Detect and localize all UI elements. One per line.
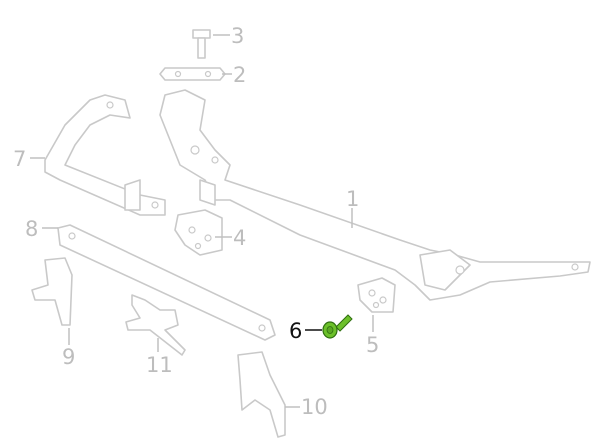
part-10-bracket[interactable] [237, 351, 286, 438]
callout-6[interactable]: 6 [289, 319, 302, 343]
part-3-bolt[interactable] [192, 29, 211, 59]
callout-2[interactable]: 2 [233, 63, 246, 87]
callout-11[interactable]: 11 [146, 353, 173, 377]
callout-7[interactable]: 7 [13, 147, 26, 171]
part-2-plate[interactable] [159, 67, 226, 81]
part-4-bracket[interactable] [174, 209, 223, 256]
callout-1[interactable]: 1 [346, 187, 359, 211]
part-6-bolt-highlighted[interactable] [322, 314, 353, 339]
leader-lines [30, 34, 374, 408]
callout-4[interactable]: 4 [233, 226, 246, 250]
callout-10[interactable]: 10 [301, 395, 328, 419]
part-11-bracket[interactable] [125, 294, 186, 356]
part-5-bracket[interactable] [357, 277, 396, 313]
callout-9[interactable]: 9 [62, 345, 75, 369]
callout-3[interactable]: 3 [231, 24, 244, 48]
part-9-bracket[interactable] [31, 257, 73, 326]
part-7-upper-tie-bar[interactable] [44, 94, 166, 216]
part-1-radiator-support[interactable] [159, 89, 591, 301]
callout-5[interactable]: 5 [366, 333, 379, 357]
callout-8[interactable]: 8 [25, 217, 38, 241]
part-8-lower-tie-bar[interactable] [57, 224, 276, 341]
